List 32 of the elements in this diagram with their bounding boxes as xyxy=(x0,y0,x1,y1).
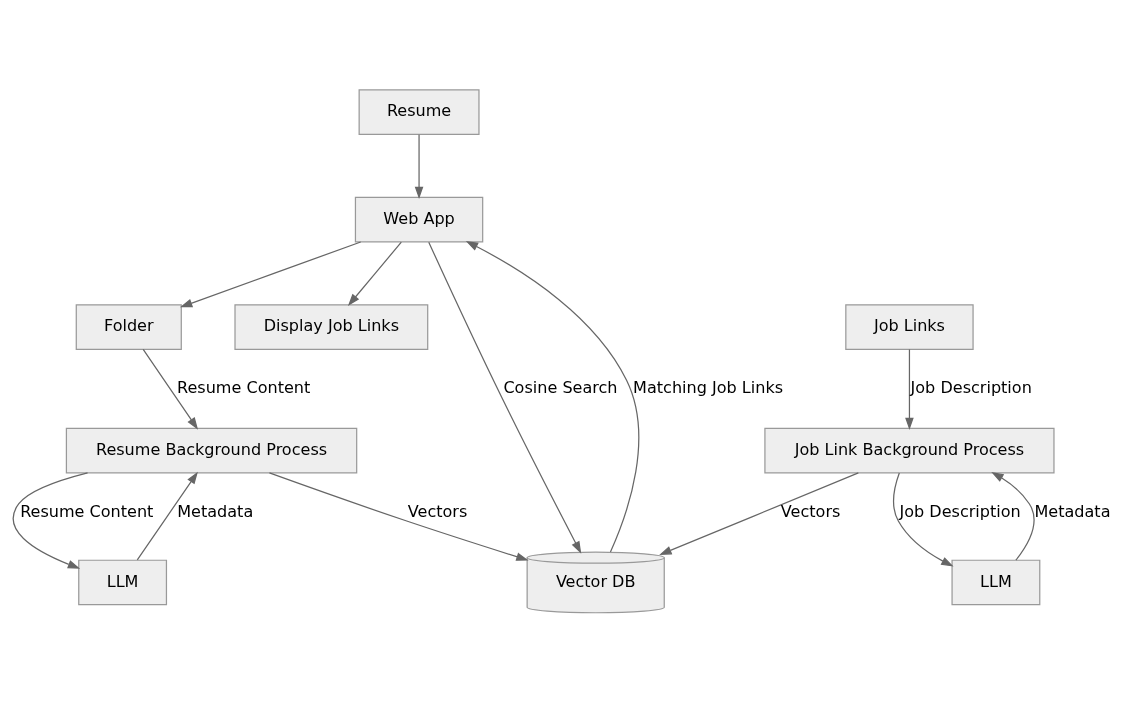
arrow xyxy=(136,471,198,560)
node-box: Resume xyxy=(358,88,480,135)
edge-label: Resume Content xyxy=(20,501,154,521)
node-box: Display Job Links xyxy=(234,303,429,350)
arrow xyxy=(991,471,1035,561)
arrow xyxy=(179,240,362,307)
node-box: Folder xyxy=(75,303,182,350)
edge-label: Metadata xyxy=(177,501,254,521)
node-box: Job Link Background Process xyxy=(764,427,1055,473)
edge-label: Metadata xyxy=(1034,501,1111,521)
node-box: Resume Background Process xyxy=(65,427,358,473)
arrow xyxy=(142,348,199,430)
arrow xyxy=(465,240,640,553)
arrow xyxy=(414,133,424,199)
arrow xyxy=(347,241,402,306)
arrow xyxy=(428,241,582,554)
edge-label: Job Description xyxy=(899,501,1021,521)
node-box: Job Links xyxy=(845,303,974,350)
node-box: Web App xyxy=(354,196,484,242)
node-box: LLM xyxy=(78,559,168,605)
edge-label: Vectors xyxy=(780,501,841,521)
arrow xyxy=(12,471,89,569)
node-box: LLM xyxy=(951,559,1041,605)
edge-label: Cosine Search xyxy=(503,377,618,397)
arrow xyxy=(905,348,914,430)
arrow xyxy=(268,471,529,561)
edge-label: Job Description xyxy=(910,377,1032,397)
arrow xyxy=(893,471,954,567)
edge-label: Resume Content xyxy=(177,377,311,397)
edge-label: Vectors xyxy=(407,501,468,521)
edge-label: Matching Job Links xyxy=(633,377,784,397)
arrow xyxy=(659,471,859,555)
